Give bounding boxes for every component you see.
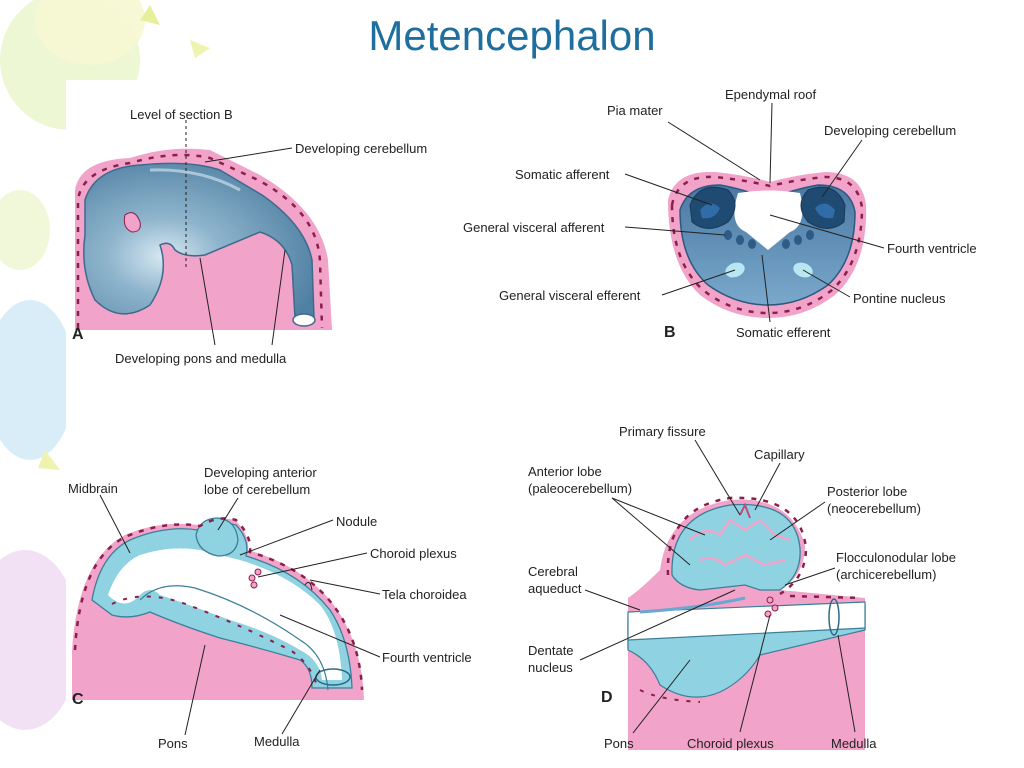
figure-area: Level of section B Developing cerebellum… [66,80,1000,752]
label-developing-anterior-lobe-line2: lobe of cerebellum [204,482,311,497]
label-posterior-lobe-line2: (neocerebellum) [827,501,921,516]
label-developing-cerebellum-b: Developing cerebellum [824,123,957,138]
label-capillary: Capillary [754,447,805,462]
label-primary-fissure: Primary fissure [619,424,706,439]
label-choroid-plexus-c: Choroid plexus [370,546,457,561]
panel-a-drawing [75,120,332,346]
panel-b-letter: B [664,324,676,341]
label-anterior-lobe-line1: Anterior lobe [528,464,602,479]
label-developing-pons-medulla: Developing pons and medulla [115,351,287,366]
label-pia-mater: Pia mater [607,103,663,118]
label-level-of-section-b: Level of section B [130,107,233,122]
label-pons-d: Pons [604,736,634,751]
panel-c-drawing [72,494,381,736]
label-somatic-afferent: Somatic afferent [515,167,610,182]
slide-title: Metencephalon [368,12,656,59]
label-nodule: Nodule [336,514,378,529]
label-dentate-nucleus-line1: Dentate [528,643,574,658]
label-general-visceral-afferent: General visceral afferent [463,220,605,235]
label-pons-c: Pons [158,736,188,751]
panel-d-drawing [579,439,866,750]
label-fourth-ventricle-b: Fourth ventricle [887,241,977,256]
label-posterior-lobe-line1: Posterior lobe [827,484,908,499]
panel-c-letter: C [72,691,84,708]
diagram-drawing [72,102,885,750]
label-flocculonodular-line1: Flocculonodular lobe [836,550,956,565]
label-cerebral-aqueduct-line2: aqueduct [528,581,582,596]
label-ependymal-roof: Ependymal roof [725,87,817,102]
panel-a-letter: A [72,326,84,343]
label-tela-choroidea: Tela choroidea [382,587,467,602]
label-fourth-ventricle-c: Fourth ventricle [382,650,472,665]
label-dentate-nucleus-line2: nucleus [528,660,573,675]
panel-d-letter: D [601,689,613,706]
label-pontine-nucleus: Pontine nucleus [853,291,946,306]
label-somatic-efferent: Somatic efferent [736,325,831,340]
label-medulla-d: Medulla [831,736,877,751]
label-general-visceral-efferent: General visceral efferent [499,288,641,303]
label-choroid-plexus-d: Choroid plexus [687,736,774,751]
panel-b-drawing [624,102,885,323]
label-cerebral-aqueduct-line1: Cerebral [528,564,578,579]
label-flocculonodular-line2: (archicerebellum) [836,567,937,582]
label-anterior-lobe-line2: (paleocerebellum) [528,481,633,496]
label-developing-anterior-lobe-line1: Developing anterior [204,465,317,480]
label-developing-cerebellum-a: Developing cerebellum [295,141,428,156]
label-midbrain: Midbrain [68,481,118,496]
label-medulla-c: Medulla [254,734,300,749]
